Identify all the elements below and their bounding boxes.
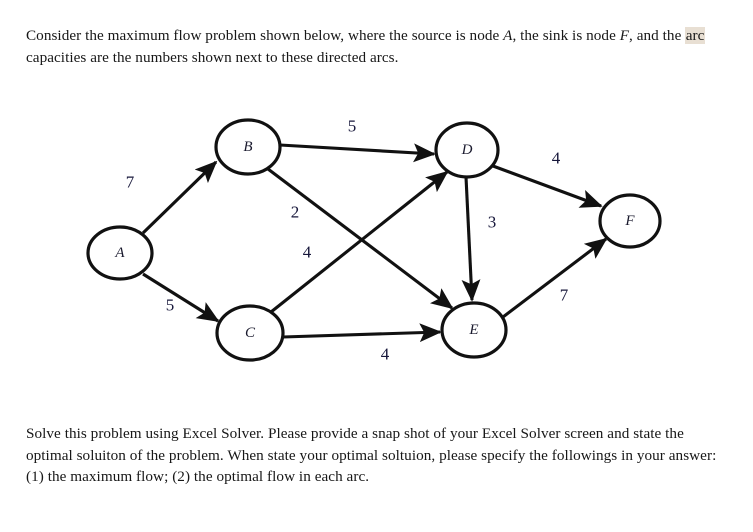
node-group: A B C D E F xyxy=(86,118,662,362)
node-c-label: C xyxy=(245,325,256,341)
edge-e-to-f xyxy=(502,237,608,319)
node-a-shape xyxy=(86,225,154,281)
source-node-symbol: A xyxy=(503,27,513,45)
node-c-shape xyxy=(215,304,285,362)
max-flow-network-diagram: A B C D E F 7 5 5 2 4 4 4 3 7 xyxy=(86,117,662,364)
intro-text-part-3: , and the xyxy=(629,27,686,45)
intro-text-part-4: capacities are the numbers shown next to… xyxy=(26,48,399,66)
capacity-label-a-b: 7 xyxy=(126,173,135,192)
node-c: C xyxy=(215,304,285,362)
node-b: B xyxy=(214,118,282,176)
node-d-shape xyxy=(434,121,500,179)
edge-d-to-e xyxy=(461,176,481,302)
edge-d-to-f xyxy=(492,164,603,208)
edge-b-to-d xyxy=(279,143,436,163)
instructions-line-3: the followings in your answer: (1) the m… xyxy=(26,446,717,486)
edge-c-to-d xyxy=(270,170,449,314)
node-b-label: B xyxy=(243,139,252,155)
sink-node-symbol: F xyxy=(619,27,630,45)
edge-c-to-e xyxy=(282,323,442,343)
node-a-label: A xyxy=(114,245,125,261)
node-b-shape xyxy=(214,118,282,176)
node-f-label: F xyxy=(624,213,635,229)
instructions-line-1: Solve this problem using Excel Solver. P… xyxy=(26,425,604,443)
node-e-label: E xyxy=(468,322,478,338)
node-e: E xyxy=(440,301,508,359)
capacity-label-a-c: 5 xyxy=(166,296,175,315)
node-f: F xyxy=(598,193,662,249)
capacity-label-b-e: 2 xyxy=(291,203,300,222)
edge-a-to-c xyxy=(142,272,220,323)
edge-group xyxy=(141,143,608,343)
highlighted-word-arc: arc xyxy=(685,27,705,45)
capacity-label-b-d: 5 xyxy=(348,117,357,136)
capacity-label-d-f: 4 xyxy=(552,149,561,168)
edge-a-to-b xyxy=(141,160,218,235)
capacity-label-d-e: 3 xyxy=(488,213,497,232)
node-d: D xyxy=(434,121,500,179)
capacity-label-c-d: 4 xyxy=(303,243,312,262)
intro-text-part-1: Consider the maximum flow problem shown … xyxy=(26,27,504,45)
capacity-label-c-e: 4 xyxy=(381,345,390,364)
instructions-paragraph: Solve this problem using Excel Solver. P… xyxy=(26,423,732,488)
intro-text-part-2: , the sink is node xyxy=(512,27,620,45)
capacity-label-e-f: 7 xyxy=(560,286,569,305)
instructions-line-2: and state the optimal soluiton of the pr… xyxy=(26,425,684,464)
edge-capacity-label-group: 7 5 5 2 4 4 4 3 7 xyxy=(126,117,569,364)
edge-b-to-e xyxy=(267,167,454,310)
node-a: A xyxy=(86,225,154,281)
intro-paragraph: Consider the maximum flow problem shown … xyxy=(26,25,732,68)
node-f-shape xyxy=(598,193,662,249)
node-e-shape xyxy=(440,301,508,359)
node-d-label: D xyxy=(461,142,473,158)
